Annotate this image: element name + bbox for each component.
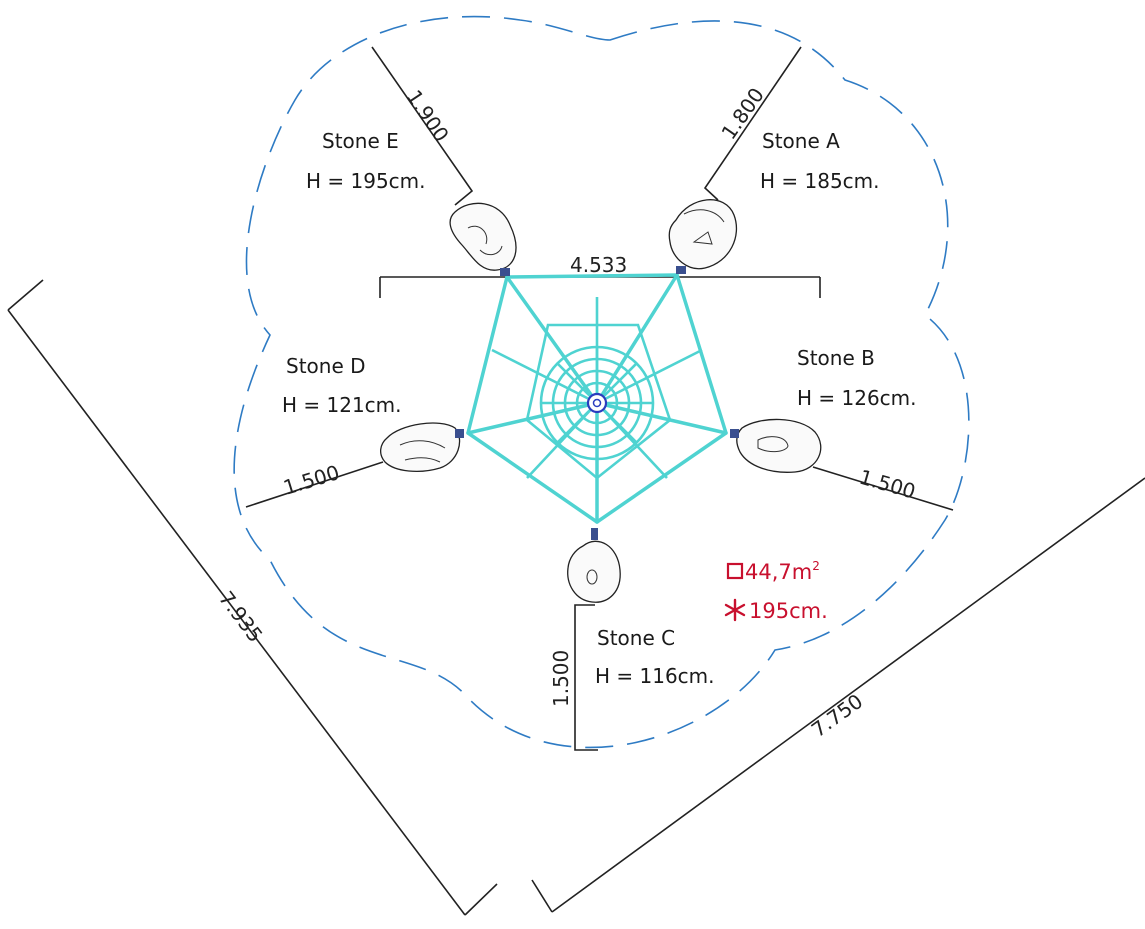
stone-c-rock xyxy=(567,528,621,603)
stone-d-height: H = 121cm. xyxy=(282,393,402,417)
stone-e-name: Stone E xyxy=(322,129,399,153)
stone-b-dimension xyxy=(812,466,954,511)
area-value: 44,7m2 xyxy=(745,559,820,584)
stone-b-distance: 1.500 xyxy=(857,465,919,504)
stone-c-distance: 1.500 xyxy=(549,650,573,707)
stone-d-name: Stone D xyxy=(286,354,366,378)
overall-dimension-right xyxy=(531,477,1145,913)
stone-d-dimension xyxy=(245,461,384,508)
overall-dimension-left-label: 7.935 xyxy=(214,587,268,647)
stone-c-name: Stone C xyxy=(597,626,675,650)
stone-c-height: H = 116cm. xyxy=(595,664,715,688)
stone-e-height: H = 195cm. xyxy=(306,169,426,193)
stone-d-distance: 1.500 xyxy=(280,460,342,500)
area-icon xyxy=(726,562,744,580)
span-dimension-label: 4.533 xyxy=(570,253,627,277)
stone-d-rock xyxy=(380,422,464,473)
overall-dimension-right-label: 7.750 xyxy=(807,689,867,742)
overall-dimension-left xyxy=(7,279,498,916)
stone-e-rock xyxy=(449,202,517,276)
stone-a-name: Stone A xyxy=(762,129,840,153)
fall-height-icon xyxy=(724,598,746,622)
net-center-hub-inner xyxy=(592,398,602,408)
safety-zone-boundary xyxy=(233,15,970,749)
stone-c-dimension xyxy=(574,604,598,751)
stone-b-height: H = 126cm. xyxy=(797,386,917,410)
spider-web-net xyxy=(466,273,728,524)
stone-a-rock xyxy=(668,199,738,274)
stone-e-distance: 1.900 xyxy=(402,85,454,146)
net-center-hub xyxy=(586,392,608,414)
stone-e-dimension xyxy=(371,46,474,206)
span-dimension xyxy=(379,276,821,298)
stone-a-height: H = 185cm. xyxy=(760,169,880,193)
stone-b-name: Stone B xyxy=(797,346,875,370)
stone-a-dimension xyxy=(703,46,802,201)
fall-height-value: 195cm. xyxy=(749,599,828,623)
stone-b-rock xyxy=(730,418,822,473)
